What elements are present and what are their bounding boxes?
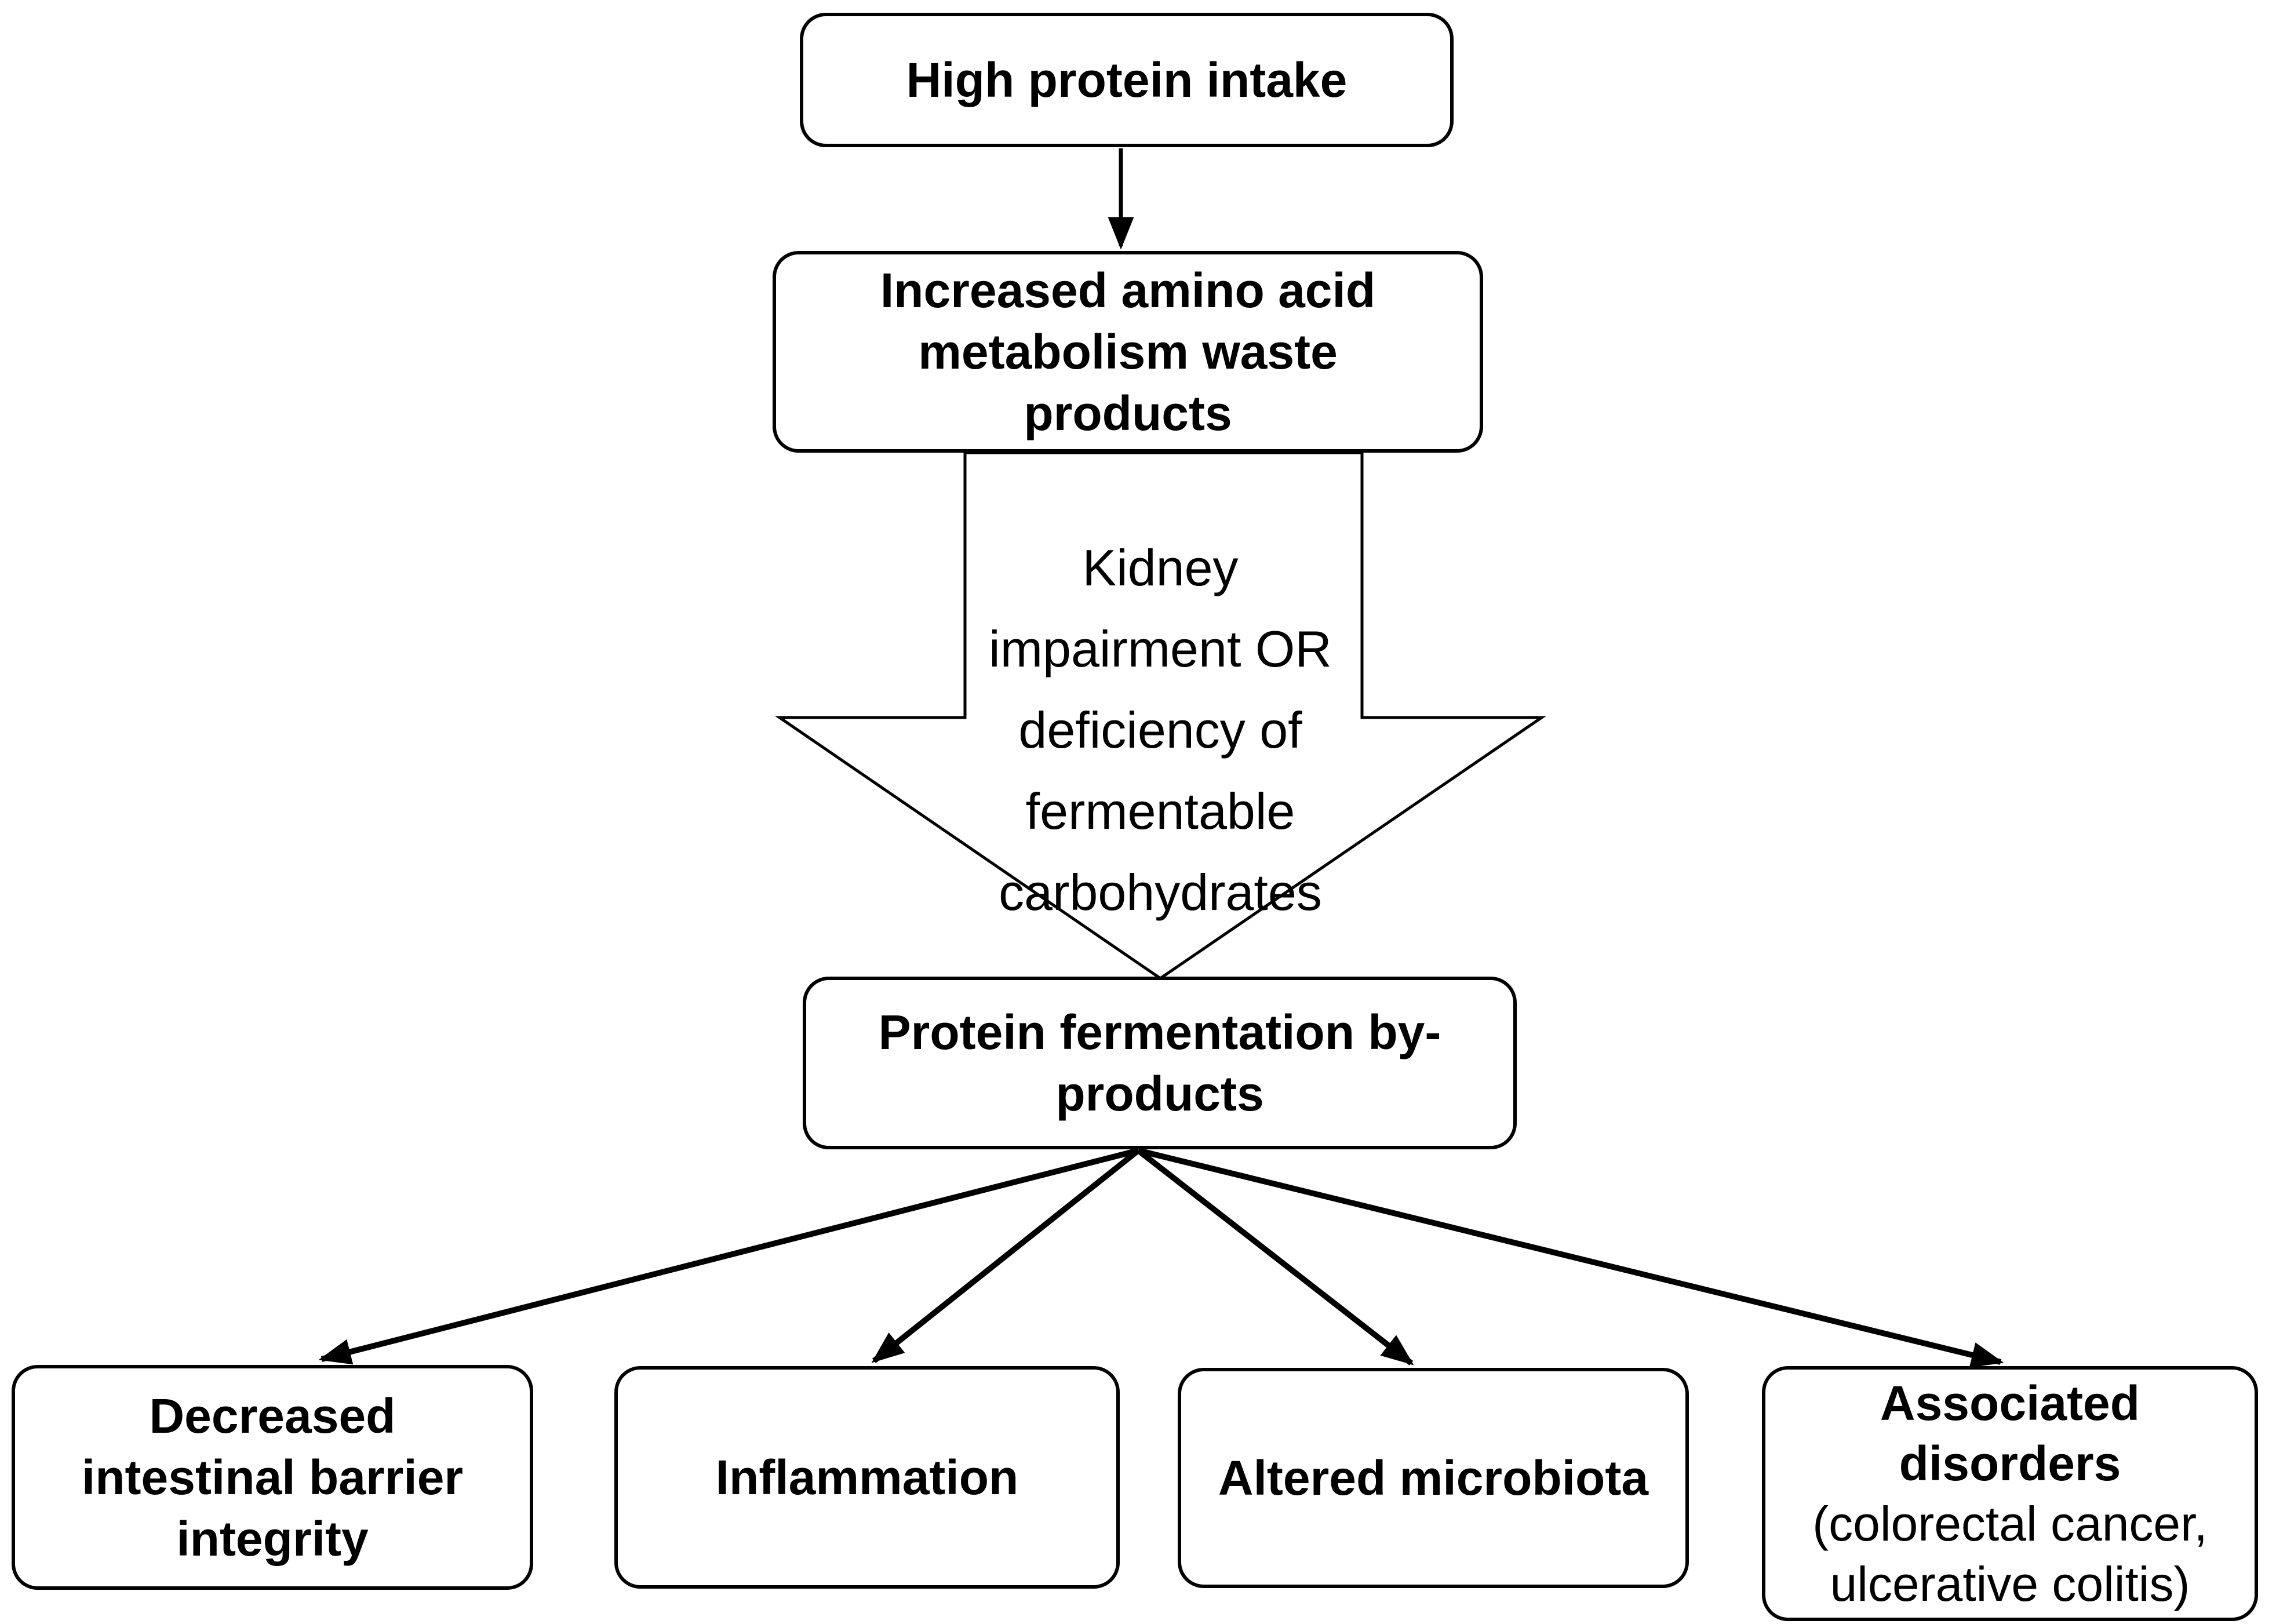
kidney-condition-line: impairment OR (989, 620, 1332, 678)
connector-to-altered-microbiota (1136, 1148, 1414, 1366)
kidney-condition-line: Kidney (1082, 539, 1239, 596)
kidney-condition-line: fermentable (1025, 782, 1295, 840)
node-kidney-condition: Kidney impairment OR deficiency of ferme… (871, 469, 1450, 991)
node-label-line: Altered microbiota (1218, 1451, 1649, 1505)
node-inflammation: Inflammation (614, 1366, 1120, 1589)
connector-to-associated-disorders (1137, 1148, 2004, 1368)
node-altered-microbiota: Altered microbiota (1178, 1368, 1689, 1588)
kidney-condition-line: carbohydrates (999, 864, 1322, 921)
node-label-line: Protein fermentation by- (878, 1005, 1441, 1059)
block-arrow-shape (774, 451, 1547, 981)
node-label-line: (colorectal cancer, (1812, 1496, 2208, 1551)
node-label-line: Decreased (149, 1389, 396, 1443)
node-label-line: products (1024, 386, 1232, 440)
node-fermentation-byproducts: Protein fermentation by- products (803, 977, 1517, 1149)
node-label-line: metabolism waste (918, 325, 1338, 379)
connector-to-barrier-integrity (318, 1148, 1139, 1365)
node-label-line: intestinal barrier (81, 1450, 464, 1505)
node-amino-acid-waste: Increased amino acid metabolism waste pr… (773, 251, 1483, 453)
node-label-line: High protein intake (906, 53, 1348, 107)
node-high-protein-intake: High protein intake (800, 13, 1454, 147)
node-associated-disorders: Associated disorders (colorectal cancer,… (1762, 1366, 2258, 1621)
node-label-line: Inflammation (715, 1450, 1019, 1505)
node-label-line: Increased amino acid (880, 263, 1376, 318)
node-label-line: products (1055, 1066, 1264, 1121)
node-label-line: integrity (176, 1512, 369, 1566)
node-barrier-integrity: Decreased intestinal barrier integrity (12, 1365, 533, 1590)
node-label-line: Associated (1880, 1376, 2140, 1430)
node-label-line: ulcerative colitis) (1830, 1557, 2190, 1611)
connector-to-inflammation (871, 1148, 1141, 1363)
kidney-condition-line: deficiency of (1018, 701, 1302, 759)
node-label-line: disorders (1899, 1436, 2121, 1491)
